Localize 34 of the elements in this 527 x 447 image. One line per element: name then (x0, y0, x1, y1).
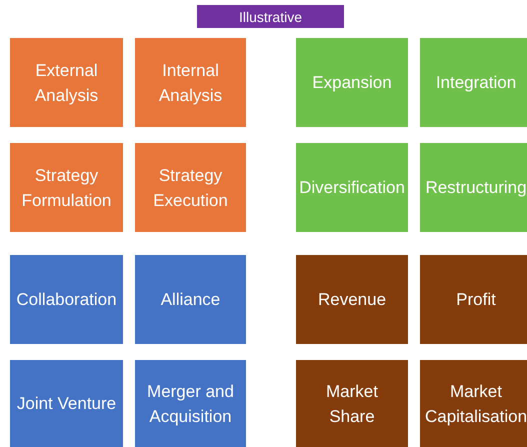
box-text: Collaboration (16, 289, 117, 311)
box-text: Revenue (318, 289, 386, 311)
box-text: Market Capitalisation (424, 380, 527, 428)
category-box (10, 255, 123, 344)
box-text: Integration (436, 72, 516, 94)
box-text: Internal Analysis (158, 60, 224, 106)
box-text: Merger and Acquisition (146, 380, 235, 428)
category-box (10, 38, 123, 127)
category-box (296, 143, 408, 232)
box-text: Strategy Execution (152, 164, 229, 212)
box-text: External Analysis (34, 60, 100, 106)
box-text: Strategy Formulation (20, 164, 112, 212)
tag-label (197, 5, 344, 28)
category-box (135, 360, 246, 447)
box-text: Alliance (160, 289, 220, 311)
category-box (420, 143, 527, 232)
box-text: Profit (456, 289, 496, 311)
box-text: Diversification (299, 177, 405, 199)
box-text: Expansion (312, 72, 392, 94)
box-text: Market Share (325, 380, 379, 428)
category-box (135, 143, 246, 232)
box-text: Restructuring (425, 177, 527, 199)
box-text: Joint Venture (16, 393, 116, 415)
box-text: Illustrative (238, 8, 302, 26)
category-box (296, 360, 408, 447)
category-box (296, 255, 408, 344)
category-box (420, 38, 527, 127)
category-box (10, 360, 123, 447)
category-box (296, 38, 408, 127)
category-box (135, 255, 246, 344)
category-box (420, 360, 527, 447)
category-box (135, 38, 246, 127)
category-box (10, 143, 123, 232)
category-box (420, 255, 527, 344)
